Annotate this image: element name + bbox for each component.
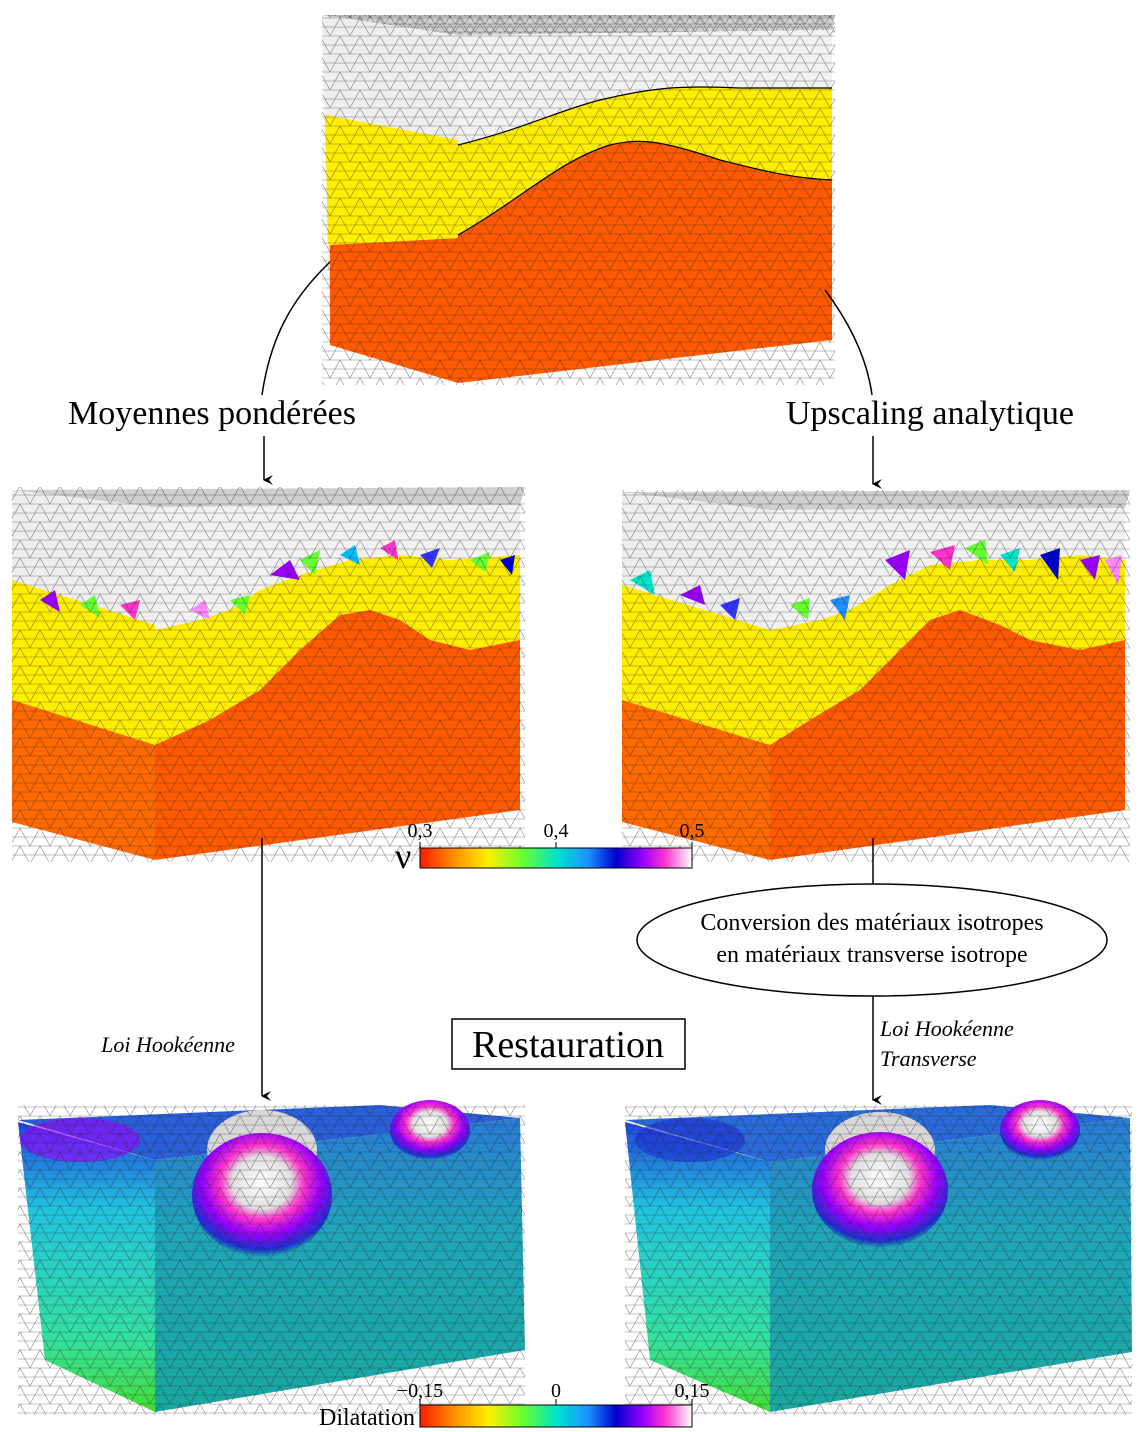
dilatation-colorbar-gradient [419, 1404, 693, 1428]
middle-right-block [622, 490, 1130, 862]
dilatation-tick-min: −0,15 [397, 1380, 443, 1402]
conversion-ellipse [636, 883, 1108, 997]
poisson-tick-min: 0,3 [408, 820, 433, 842]
restauration-frame [451, 1018, 686, 1070]
arrow-left-upper [261, 261, 331, 396]
left-law-label: Loi Hookéenne [100, 1032, 235, 1057]
poisson-colorbar: ν 0,3 0,4 0,5 [395, 820, 705, 876]
middle-left-block [12, 487, 525, 862]
dilatation-colorbar: Dilatation −0,15 0 0,15 [319, 1380, 709, 1431]
dilatation-tick-max: 0,15 [675, 1380, 710, 1402]
poisson-tick-max: 0,5 [680, 820, 705, 842]
dilatation-label: Dilatation [319, 1405, 415, 1431]
poisson-tick-mid: 0,4 [544, 820, 569, 842]
poisson-symbol: ν [395, 836, 411, 876]
arrow-right-upper [824, 289, 873, 396]
right-law-line2: Transverse [880, 1046, 977, 1071]
conversion-line2: en matériaux transverse isotrope [716, 942, 1027, 968]
right-law-line1: Loi Hookéenne [879, 1016, 1014, 1041]
left-method-label: Moyennes pondérées [68, 395, 356, 432]
restauration-box: Restauration [451, 1018, 686, 1070]
right-method-label: Upscaling analytique [786, 395, 1074, 432]
bottom-left-block [18, 1100, 525, 1415]
conversion-node: Conversion des matériaux isotropes en ma… [636, 883, 1108, 997]
restauration-title: Restauration [472, 1024, 664, 1066]
poisson-colorbar-gradient [419, 847, 693, 869]
dilatation-tick-mid: 0 [551, 1380, 561, 1402]
top-model-block [322, 15, 835, 385]
conversion-line1: Conversion des matériaux isotropes [700, 910, 1043, 936]
bottom-right-block [625, 1100, 1132, 1415]
